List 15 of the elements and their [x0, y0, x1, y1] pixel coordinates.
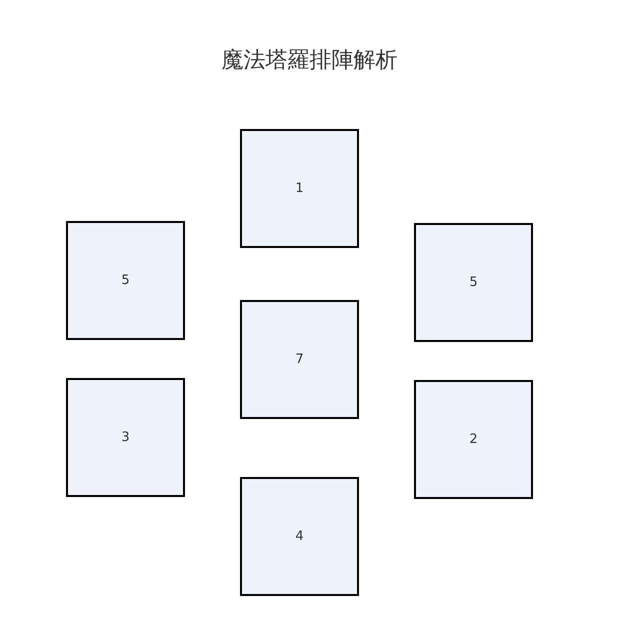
card-box [66, 221, 185, 340]
card-box [240, 129, 359, 248]
card-number: 4 [295, 528, 304, 544]
card-number: 1 [295, 180, 304, 196]
card-box [66, 378, 185, 497]
card-number: 2 [469, 432, 478, 448]
card-number: 3 [121, 430, 130, 446]
card-number: 5 [121, 272, 130, 288]
card-box [240, 300, 359, 419]
card-box [414, 380, 533, 499]
card-number: 5 [469, 274, 478, 290]
diagram-title: 魔法塔羅排陣解析 [222, 47, 398, 75]
card-number: 7 [295, 352, 304, 368]
card-box [414, 223, 533, 342]
card-box [240, 477, 359, 596]
